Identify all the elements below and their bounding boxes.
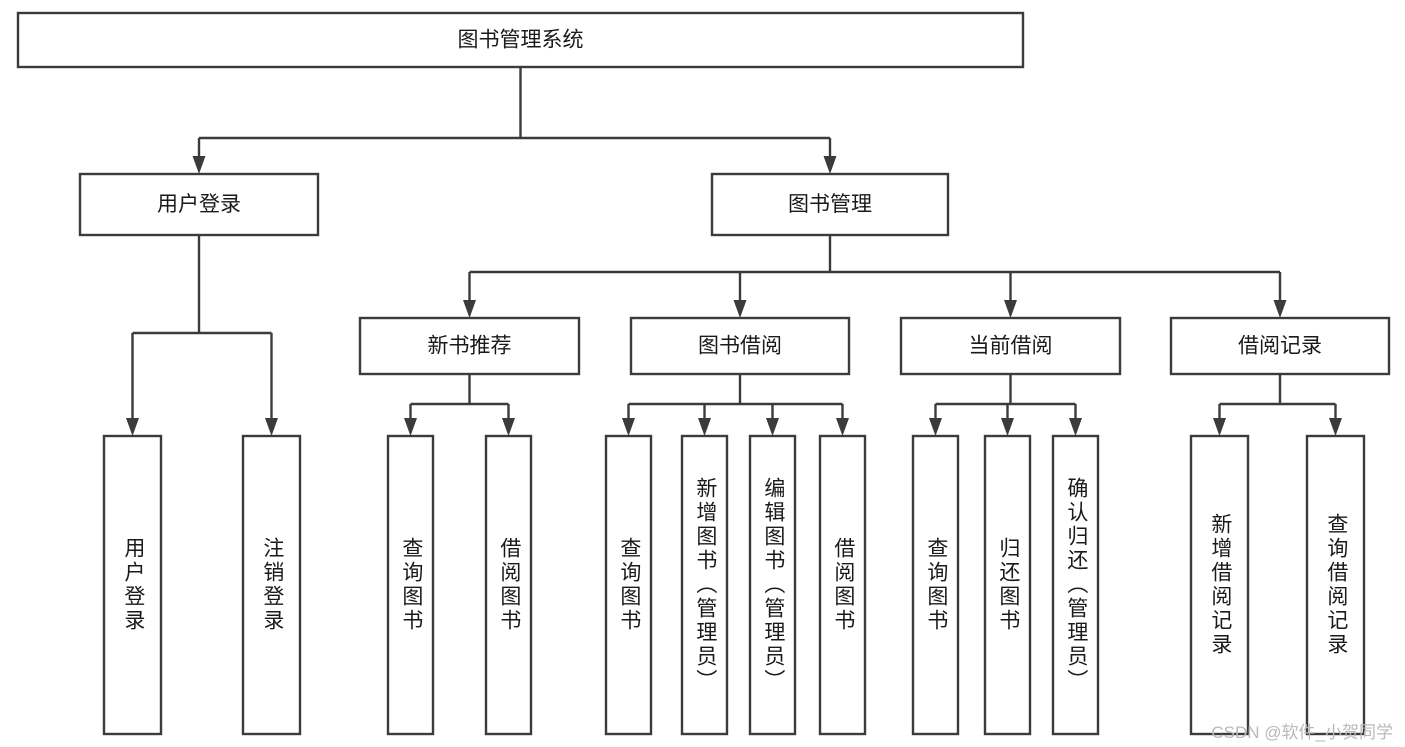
arrow-head-icon <box>1069 418 1082 436</box>
arrow-head-icon <box>1004 300 1017 318</box>
node-label: 图书借阅 <box>698 335 782 358</box>
node-box <box>748 434 797 736</box>
node-box <box>241 434 302 736</box>
node-user-login[interactable]: 用户登录 <box>78 172 320 237</box>
arrow-head-icon <box>1213 418 1226 436</box>
node-box <box>818 434 867 736</box>
node-leaf-return-book[interactable] <box>983 434 1032 736</box>
node-leaf-user-login[interactable] <box>102 434 163 736</box>
node-box <box>1189 434 1250 736</box>
node-box <box>983 434 1032 736</box>
node-leaf-query-record[interactable] <box>1305 434 1366 736</box>
arrow-head-icon <box>126 418 139 436</box>
node-label: 当前借阅 <box>969 335 1053 358</box>
arrow-head-icon <box>1273 300 1287 318</box>
node-box <box>1169 316 1391 376</box>
arrow-head-icon <box>733 300 747 318</box>
edge-layer <box>126 67 1342 436</box>
node-leaf-query-book-3[interactable] <box>911 434 960 736</box>
node-label: 借阅记录 <box>1238 335 1322 358</box>
watermark-credit: CSDN @软件_小贺同学 <box>1211 723 1393 742</box>
arrow-head-icon <box>836 418 849 436</box>
arrow-head-icon <box>463 300 476 318</box>
node-label: 图书管理 <box>788 193 872 216</box>
arrow-head-icon <box>1329 418 1342 436</box>
node-box <box>102 434 163 736</box>
node-borrow-record[interactable]: 借阅记录 <box>1169 316 1391 376</box>
arrow-head-icon <box>766 418 779 436</box>
node-box <box>16 11 1025 69</box>
node-leaf-borrow-book-2[interactable] <box>818 434 867 736</box>
node-leaf-confirm-return[interactable] <box>1051 434 1100 736</box>
node-leaf-query-book-1[interactable] <box>386 434 435 736</box>
arrow-head-icon <box>502 418 515 436</box>
node-box <box>604 434 653 736</box>
arrow-head-icon <box>192 156 206 174</box>
node-leaf-add-record[interactable] <box>1189 434 1250 736</box>
arrow-head-icon <box>698 418 711 436</box>
node-box <box>710 172 950 237</box>
node-book-borrow[interactable]: 图书借阅 <box>629 316 851 376</box>
node-book-manage[interactable]: 图书管理 <box>710 172 950 237</box>
node-box <box>911 434 960 736</box>
node-box <box>680 434 729 736</box>
arrow-head-icon <box>404 418 417 436</box>
node-leaf-borrow-book-1[interactable] <box>484 434 533 736</box>
node-box <box>899 316 1122 376</box>
arrow-head-icon <box>823 156 837 174</box>
node-label: 新书推荐 <box>428 335 512 358</box>
node-label: 用户登录 <box>157 193 241 216</box>
node-box <box>78 172 320 237</box>
node-box <box>386 434 435 736</box>
node-leaf-query-book-2[interactable] <box>604 434 653 736</box>
arrow-head-icon <box>929 418 942 436</box>
node-leaf-logout[interactable] <box>241 434 302 736</box>
node-current-borrow[interactable]: 当前借阅 <box>899 316 1122 376</box>
node-box <box>1051 434 1100 736</box>
arrow-head-icon <box>265 418 278 436</box>
arrow-head-icon <box>1001 418 1014 436</box>
node-box <box>358 316 581 376</box>
node-new-book-recommend[interactable]: 新书推荐 <box>358 316 581 376</box>
arrow-head-icon <box>622 418 635 436</box>
node-box <box>484 434 533 736</box>
node-root[interactable]: 图书管理系统 <box>16 11 1025 69</box>
node-leaf-edit-book[interactable] <box>748 434 797 736</box>
node-label: 图书管理系统 <box>458 29 584 52</box>
node-box <box>1305 434 1366 736</box>
node-box <box>629 316 851 376</box>
node-leaf-add-book[interactable] <box>680 434 729 736</box>
